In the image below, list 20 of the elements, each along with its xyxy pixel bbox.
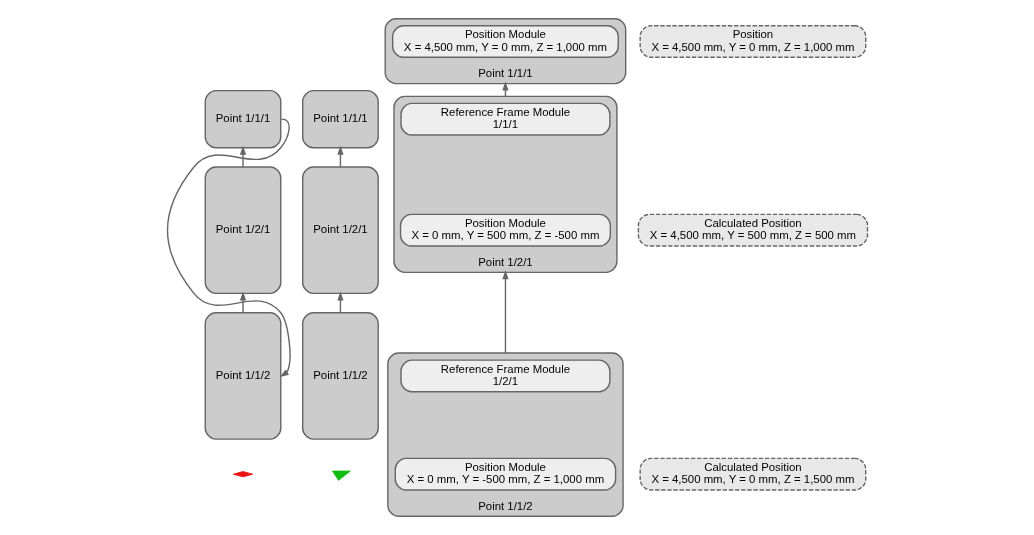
node-box: Reference Frame Module 1/2/1 xyxy=(399,359,611,393)
node-box: Point 1/2/1 xyxy=(204,166,281,295)
node-box: Position Module X = 4,500 mm, Y = 0 mm, Z = 1,000 mm xyxy=(391,25,619,58)
arrow xyxy=(501,270,509,354)
node-box: Point 1/2/1 xyxy=(301,166,379,295)
arrow xyxy=(239,291,246,313)
node-check xyxy=(331,470,351,481)
node-box: Calculated Position X = 4,500 mm, Y = 500 mm, Z = 500 mm xyxy=(637,213,868,247)
node-box: Point 1/1/2 xyxy=(204,312,281,440)
node-box: Point 1/1/2 xyxy=(301,312,379,440)
node-box: Point 1/1/1 xyxy=(301,89,379,149)
node-cross xyxy=(232,471,253,478)
node-box: Calculated Position X = 4,500 mm, Y = 0 mm, Z = 1,500 mm xyxy=(638,457,866,491)
node-box: Position Module X = 0 mm, Y = -500 mm, Z = 1,000 mm xyxy=(394,457,616,491)
node-box: Point 1/1/1 xyxy=(204,89,281,149)
node-box: Position Module X = 0 mm, Y = 500 mm, Z = -500 mm xyxy=(399,213,611,247)
arrow xyxy=(239,145,246,168)
node-box: Reference Frame Module 1/1/1 xyxy=(399,102,611,136)
node-box: Position X = 4,500 mm, Y = 0 mm, Z = 1,000 mm xyxy=(638,25,866,58)
arrow xyxy=(166,118,291,378)
